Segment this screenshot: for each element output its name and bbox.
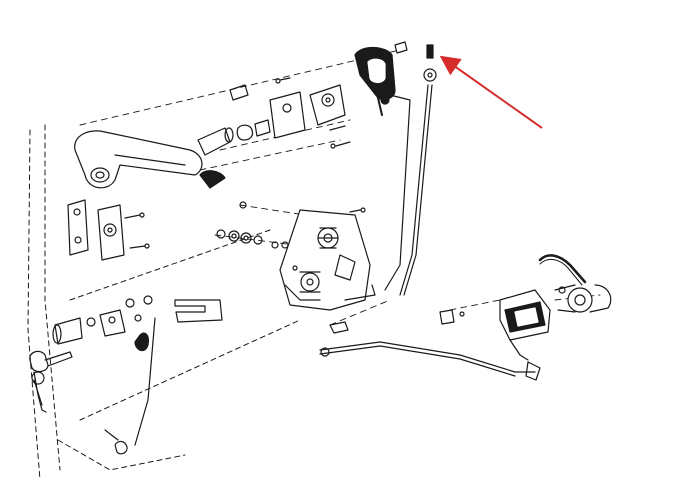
rod-clip <box>439 309 465 325</box>
lock-cylinder-and-keys <box>29 295 153 413</box>
door-latch-assembly <box>279 207 376 311</box>
upper-lock-lever <box>229 77 351 149</box>
retaining-clip <box>174 299 223 323</box>
handle-mounting-plates <box>67 199 150 261</box>
outside-door-handle <box>74 130 203 189</box>
lock-rod <box>384 44 437 296</box>
callout-arrow <box>439 55 543 129</box>
inside-door-handle <box>499 254 612 361</box>
push-button-parts <box>197 119 282 189</box>
lock-knob-grommet <box>354 41 408 116</box>
lower-link-rod <box>104 317 156 455</box>
interior-release-rod <box>319 321 541 381</box>
door-panel-outline <box>27 124 301 481</box>
washers-and-nuts <box>216 201 279 249</box>
